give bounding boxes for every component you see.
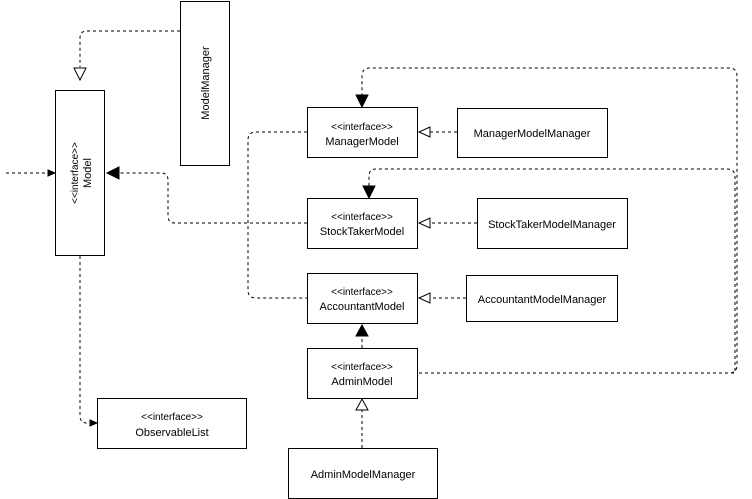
adminmodel-to-managermodel-inheritance: [361, 67, 738, 374]
stocktakermodelmanager-class: StockTakerModelManager: [477, 198, 628, 249]
adminmodel-label: AdminModel: [331, 376, 392, 388]
observablelist-interface: <<interface>> ObservableList: [97, 398, 247, 449]
accountantmodel-stereotype: <<interface>>: [331, 287, 393, 298]
accountantmodelmanager-class: AccountantModelManager: [466, 275, 618, 322]
accountantmodel-interface: <<interface>> AccountantModel: [307, 273, 418, 324]
dependency-arrowhead: [89, 419, 99, 427]
inheritance-arrowhead: [105, 166, 120, 180]
adminmodel-stereotype: <<interface>>: [331, 362, 393, 373]
stocktakermodel-to-model-inheritance: [119, 172, 307, 224]
modelmanager-to-model-realization: [79, 30, 180, 67]
adminmodel-interface: <<interface>> AdminModel: [307, 348, 418, 399]
modelmanager-label: ModelManager: [200, 46, 212, 120]
managermodel-stereotype: <<interface>>: [331, 122, 393, 133]
model-interface: <<interface>> Model: [55, 90, 105, 256]
modelmanager-class: ModelManager: [180, 1, 230, 166]
accountantmodel-label: AccountantModel: [320, 301, 405, 313]
stocktakermodel-stereotype: <<interface>>: [331, 212, 393, 223]
model-stereotype: <<interface>>: [70, 142, 81, 204]
realization-arrowhead: [355, 397, 369, 411]
observablelist-label: ObservableList: [135, 427, 208, 439]
manager-accountant-link: [247, 131, 307, 299]
inheritance-arrowhead: [355, 94, 369, 109]
stocktakermodelmanager-label: StockTakerModelManager: [488, 219, 616, 231]
realization-arrowhead: [417, 292, 431, 304]
inheritance-arrowhead: [355, 323, 369, 337]
managermodelmanager-class: ManagerModelManager: [457, 108, 608, 158]
stocktakermodel-interface: <<interface>> StockTakerModel: [307, 198, 418, 249]
adminmodel-to-stocktakermodel-inheritance: [368, 168, 736, 374]
inheritance-arrowhead: [362, 185, 376, 200]
adminmodelmanager-label: AdminModelManager: [311, 469, 416, 481]
accountantmodelmanager-label: AccountantModelManager: [478, 294, 607, 306]
dependency-arrowhead: [47, 169, 57, 177]
stocktakermodel-label: StockTakerModel: [320, 226, 404, 238]
model-to-observablelist-dependency: [79, 256, 90, 424]
managermodel-interface: <<interface>> ManagerModel: [307, 107, 418, 158]
adminmodelmanager-class: AdminModelManager: [288, 448, 438, 499]
managermodel-label: ManagerModel: [325, 136, 398, 148]
observablelist-stereotype: <<interface>>: [141, 412, 203, 423]
realization-arrowhead: [417, 126, 431, 138]
managermodelmanager-label: ManagerModelManager: [474, 128, 591, 140]
model-label: Model: [82, 158, 94, 188]
realization-arrowhead: [73, 67, 87, 82]
realization-arrowhead: [417, 217, 431, 229]
